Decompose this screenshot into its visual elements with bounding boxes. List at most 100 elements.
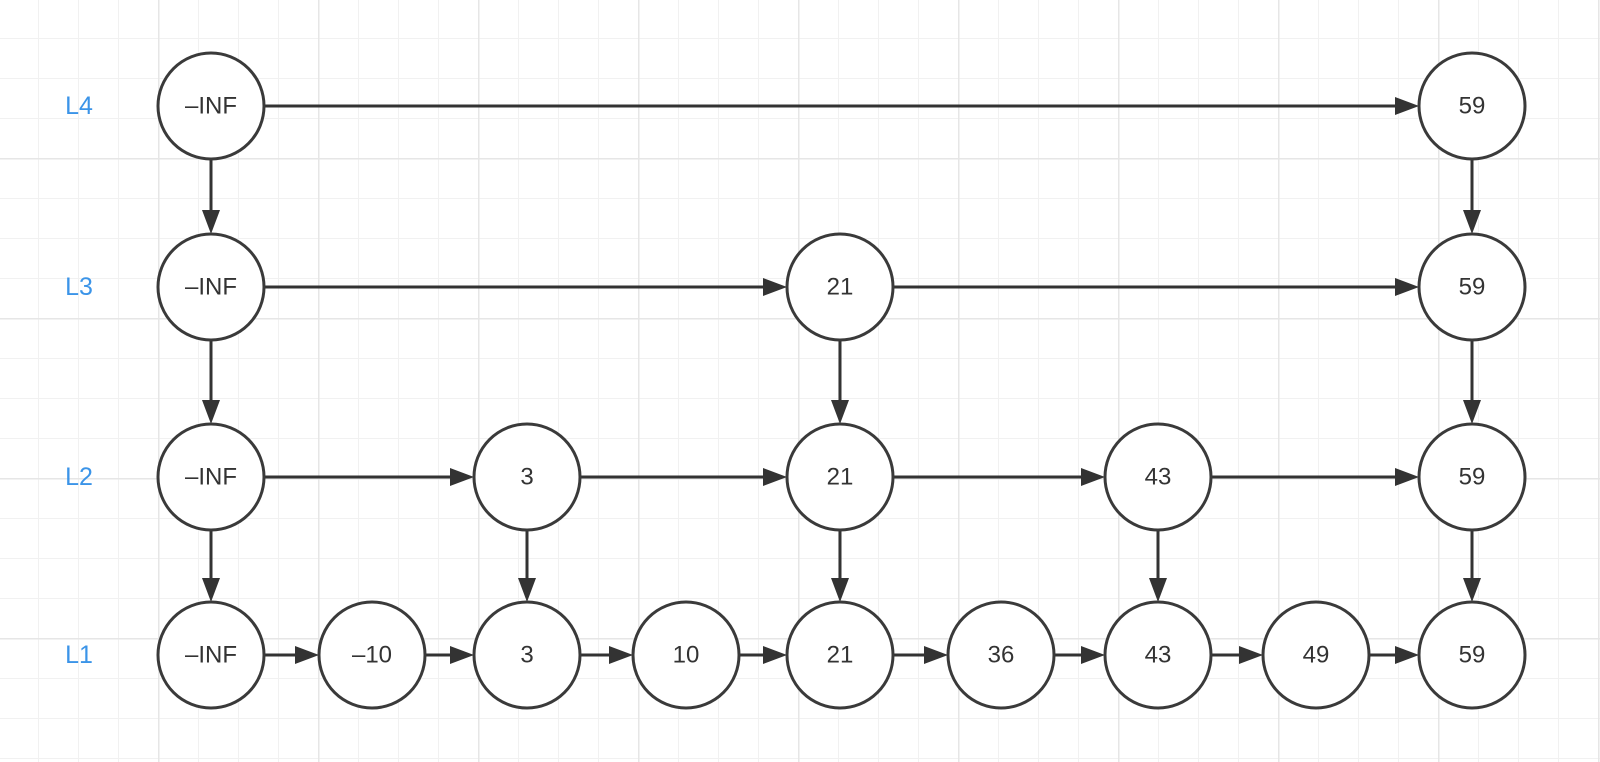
- down-arrow-L2-3: [1149, 530, 1167, 602]
- down-arrow-L2-2-head: [831, 578, 849, 602]
- arrow-L3-0-head: [763, 278, 787, 296]
- down-arrow-L4-0-head: [202, 210, 220, 234]
- node-circle: [785, 232, 895, 342]
- node-value: 43: [1145, 464, 1172, 491]
- node-circle: [472, 600, 582, 710]
- arrow-L2-0-head: [450, 468, 474, 486]
- node-circle: [156, 232, 266, 342]
- node-circle: [1417, 51, 1527, 161]
- arrow-L4-0: [264, 97, 1419, 115]
- down-arrow-L2-2: [831, 530, 849, 602]
- node-value: 3: [520, 642, 533, 669]
- down-arrow-L3-0-head: [202, 400, 220, 424]
- node-circle: [1103, 600, 1213, 710]
- node-circle: [631, 600, 741, 710]
- arrow-L1-6-head: [1239, 646, 1263, 664]
- down-arrow-L2-3-head: [1149, 578, 1167, 602]
- node-value: 59: [1459, 93, 1486, 120]
- down-arrow-L3-1: [831, 340, 849, 424]
- node-L1-4: 21: [785, 600, 895, 710]
- arrow-L1-0: [264, 646, 319, 664]
- node-L2-4: 59: [1417, 422, 1527, 532]
- node-value: 59: [1459, 642, 1486, 669]
- down-arrow-L2-0: [202, 530, 220, 602]
- arrow-L1-4: [893, 646, 948, 664]
- level-label-L3: L3: [65, 273, 93, 301]
- node-L4-1: 59: [1417, 51, 1527, 161]
- level-label-L4: L4: [65, 92, 93, 120]
- down-arrow-L2-1: [518, 530, 536, 602]
- arrow-L2-1-head: [763, 468, 787, 486]
- arrow-L2-2-head: [1081, 468, 1105, 486]
- arrow-L1-4-head: [924, 646, 948, 664]
- level-label-L1: L1: [65, 641, 93, 669]
- arrow-L1-0-head: [295, 646, 319, 664]
- node-L1-6: 43: [1103, 600, 1213, 710]
- node-L2-1: 3: [472, 422, 582, 532]
- node-circle: [1417, 600, 1527, 710]
- node-value: –INF: [185, 93, 237, 120]
- down-arrow-L3-2-head: [1463, 400, 1481, 424]
- node-value: 21: [827, 464, 854, 491]
- arrow-L2-1: [580, 468, 787, 486]
- node-value: 3: [520, 464, 533, 491]
- node-L1-2: 3: [472, 600, 582, 710]
- node-L1-1: –10: [317, 600, 427, 710]
- arrow-L4-0-head: [1395, 97, 1419, 115]
- arrow-L2-2: [893, 468, 1105, 486]
- arrow-L1-5: [1054, 646, 1105, 664]
- arrow-L1-3: [739, 646, 787, 664]
- node-L2-2: 21: [785, 422, 895, 532]
- down-arrow-L2-4-head: [1463, 578, 1481, 602]
- node-circle: [1417, 422, 1527, 532]
- node-L1-7: 49: [1261, 600, 1371, 710]
- node-value: –10: [352, 642, 392, 669]
- node-L4-0: –INF: [156, 51, 266, 161]
- down-arrow-L4-1: [1463, 159, 1481, 234]
- node-value: 21: [827, 642, 854, 669]
- node-value: 21: [827, 274, 854, 301]
- node-value: 59: [1459, 464, 1486, 491]
- node-L2-0: –INF: [156, 422, 266, 532]
- arrow-L1-3-head: [763, 646, 787, 664]
- node-value: –INF: [185, 464, 237, 491]
- node-L3-2: 59: [1417, 232, 1527, 342]
- arrow-L1-7-head: [1395, 646, 1419, 664]
- node-L1-5: 36: [946, 600, 1056, 710]
- down-arrow-L2-0-head: [202, 578, 220, 602]
- node-circle: [156, 600, 266, 710]
- arrow-L2-0: [264, 468, 474, 486]
- node-value: 43: [1145, 642, 1172, 669]
- node-L3-0: –INF: [156, 232, 266, 342]
- node-value: 49: [1303, 642, 1330, 669]
- node-circle: [317, 600, 427, 710]
- node-circle: [785, 422, 895, 532]
- arrow-L1-1-head: [450, 646, 474, 664]
- node-circle: [1417, 232, 1527, 342]
- arrow-L2-3: [1211, 468, 1419, 486]
- level-label-L2: L2: [65, 463, 93, 491]
- arrow-L3-0: [264, 278, 787, 296]
- node-value: 10: [673, 642, 700, 669]
- node-circle: [785, 600, 895, 710]
- arrow-L3-1-head: [1395, 278, 1419, 296]
- node-circle: [1103, 422, 1213, 532]
- node-L1-8: 59: [1417, 600, 1527, 710]
- down-arrow-L2-1-head: [518, 578, 536, 602]
- down-arrow-L2-4: [1463, 530, 1481, 602]
- down-arrow-L3-0: [202, 340, 220, 424]
- node-L1-0: –INF: [156, 600, 266, 710]
- arrow-L1-7: [1369, 646, 1419, 664]
- arrow-L3-1: [893, 278, 1419, 296]
- arrow-L1-5-head: [1081, 646, 1105, 664]
- node-L1-3: 10: [631, 600, 741, 710]
- node-circle: [946, 600, 1056, 710]
- node-circle: [1261, 600, 1371, 710]
- node-circle: [156, 51, 266, 161]
- node-value: 59: [1459, 274, 1486, 301]
- down-arrow-L3-2: [1463, 340, 1481, 424]
- node-circle: [156, 422, 266, 532]
- node-value: 36: [988, 642, 1015, 669]
